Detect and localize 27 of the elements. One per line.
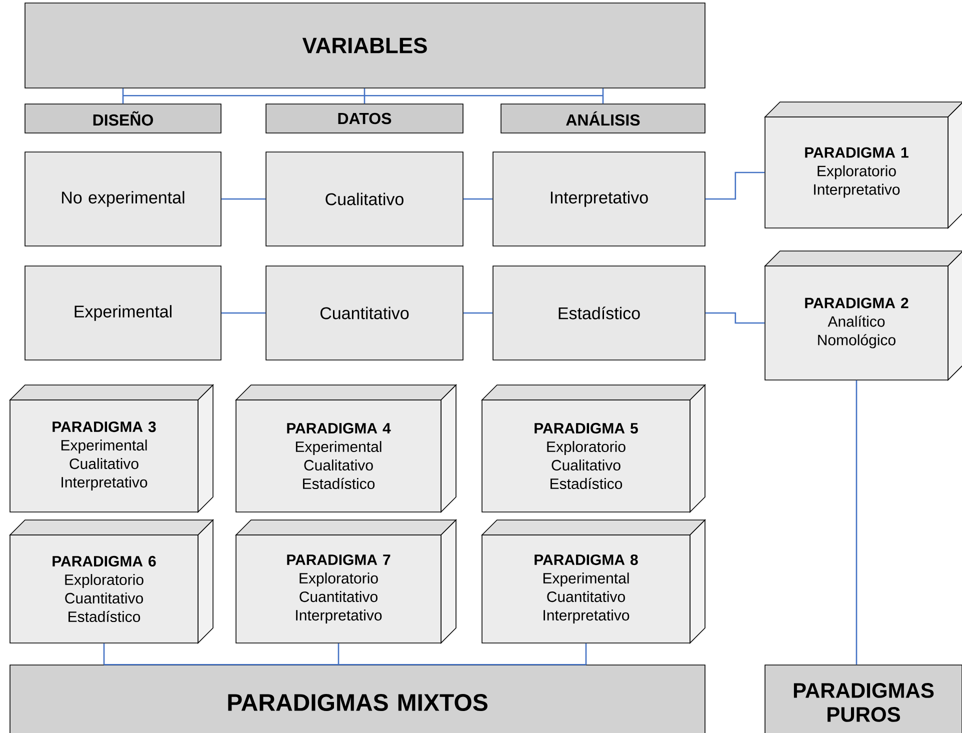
category-box: Cuantitativo — [266, 266, 464, 360]
connector-line — [585, 643, 587, 665]
category-box: Cualitativo — [266, 152, 464, 246]
category-box: Experimental — [24, 266, 222, 360]
connector-line — [221, 198, 266, 200]
connector-line — [705, 312, 765, 324]
category-box: Estadístico — [492, 266, 706, 360]
column-header: DATOS — [266, 104, 464, 134]
column-header: DISEÑO — [24, 104, 222, 134]
connector-line — [602, 88, 604, 104]
group-banner: PARADIGMAS MIXTOS — [10, 664, 706, 733]
connector-line — [705, 172, 765, 200]
connector-line — [338, 643, 340, 665]
connector-line — [463, 312, 493, 314]
connector-line — [103, 643, 105, 665]
category-box: No experimental — [24, 152, 222, 246]
column-header: ANÁLISIS — [500, 104, 706, 134]
connector-line — [856, 380, 858, 665]
connector-line — [221, 312, 266, 314]
title-banner: VARIABLES — [24, 2, 706, 88]
connector-line — [104, 664, 586, 666]
connector-line — [364, 88, 366, 104]
connector-line — [122, 88, 124, 104]
connector-line — [123, 94, 603, 96]
category-box: Interpretativo — [492, 152, 706, 246]
connector-line — [463, 198, 493, 200]
group-banner: PARADIGMAS PUROS — [764, 664, 962, 733]
